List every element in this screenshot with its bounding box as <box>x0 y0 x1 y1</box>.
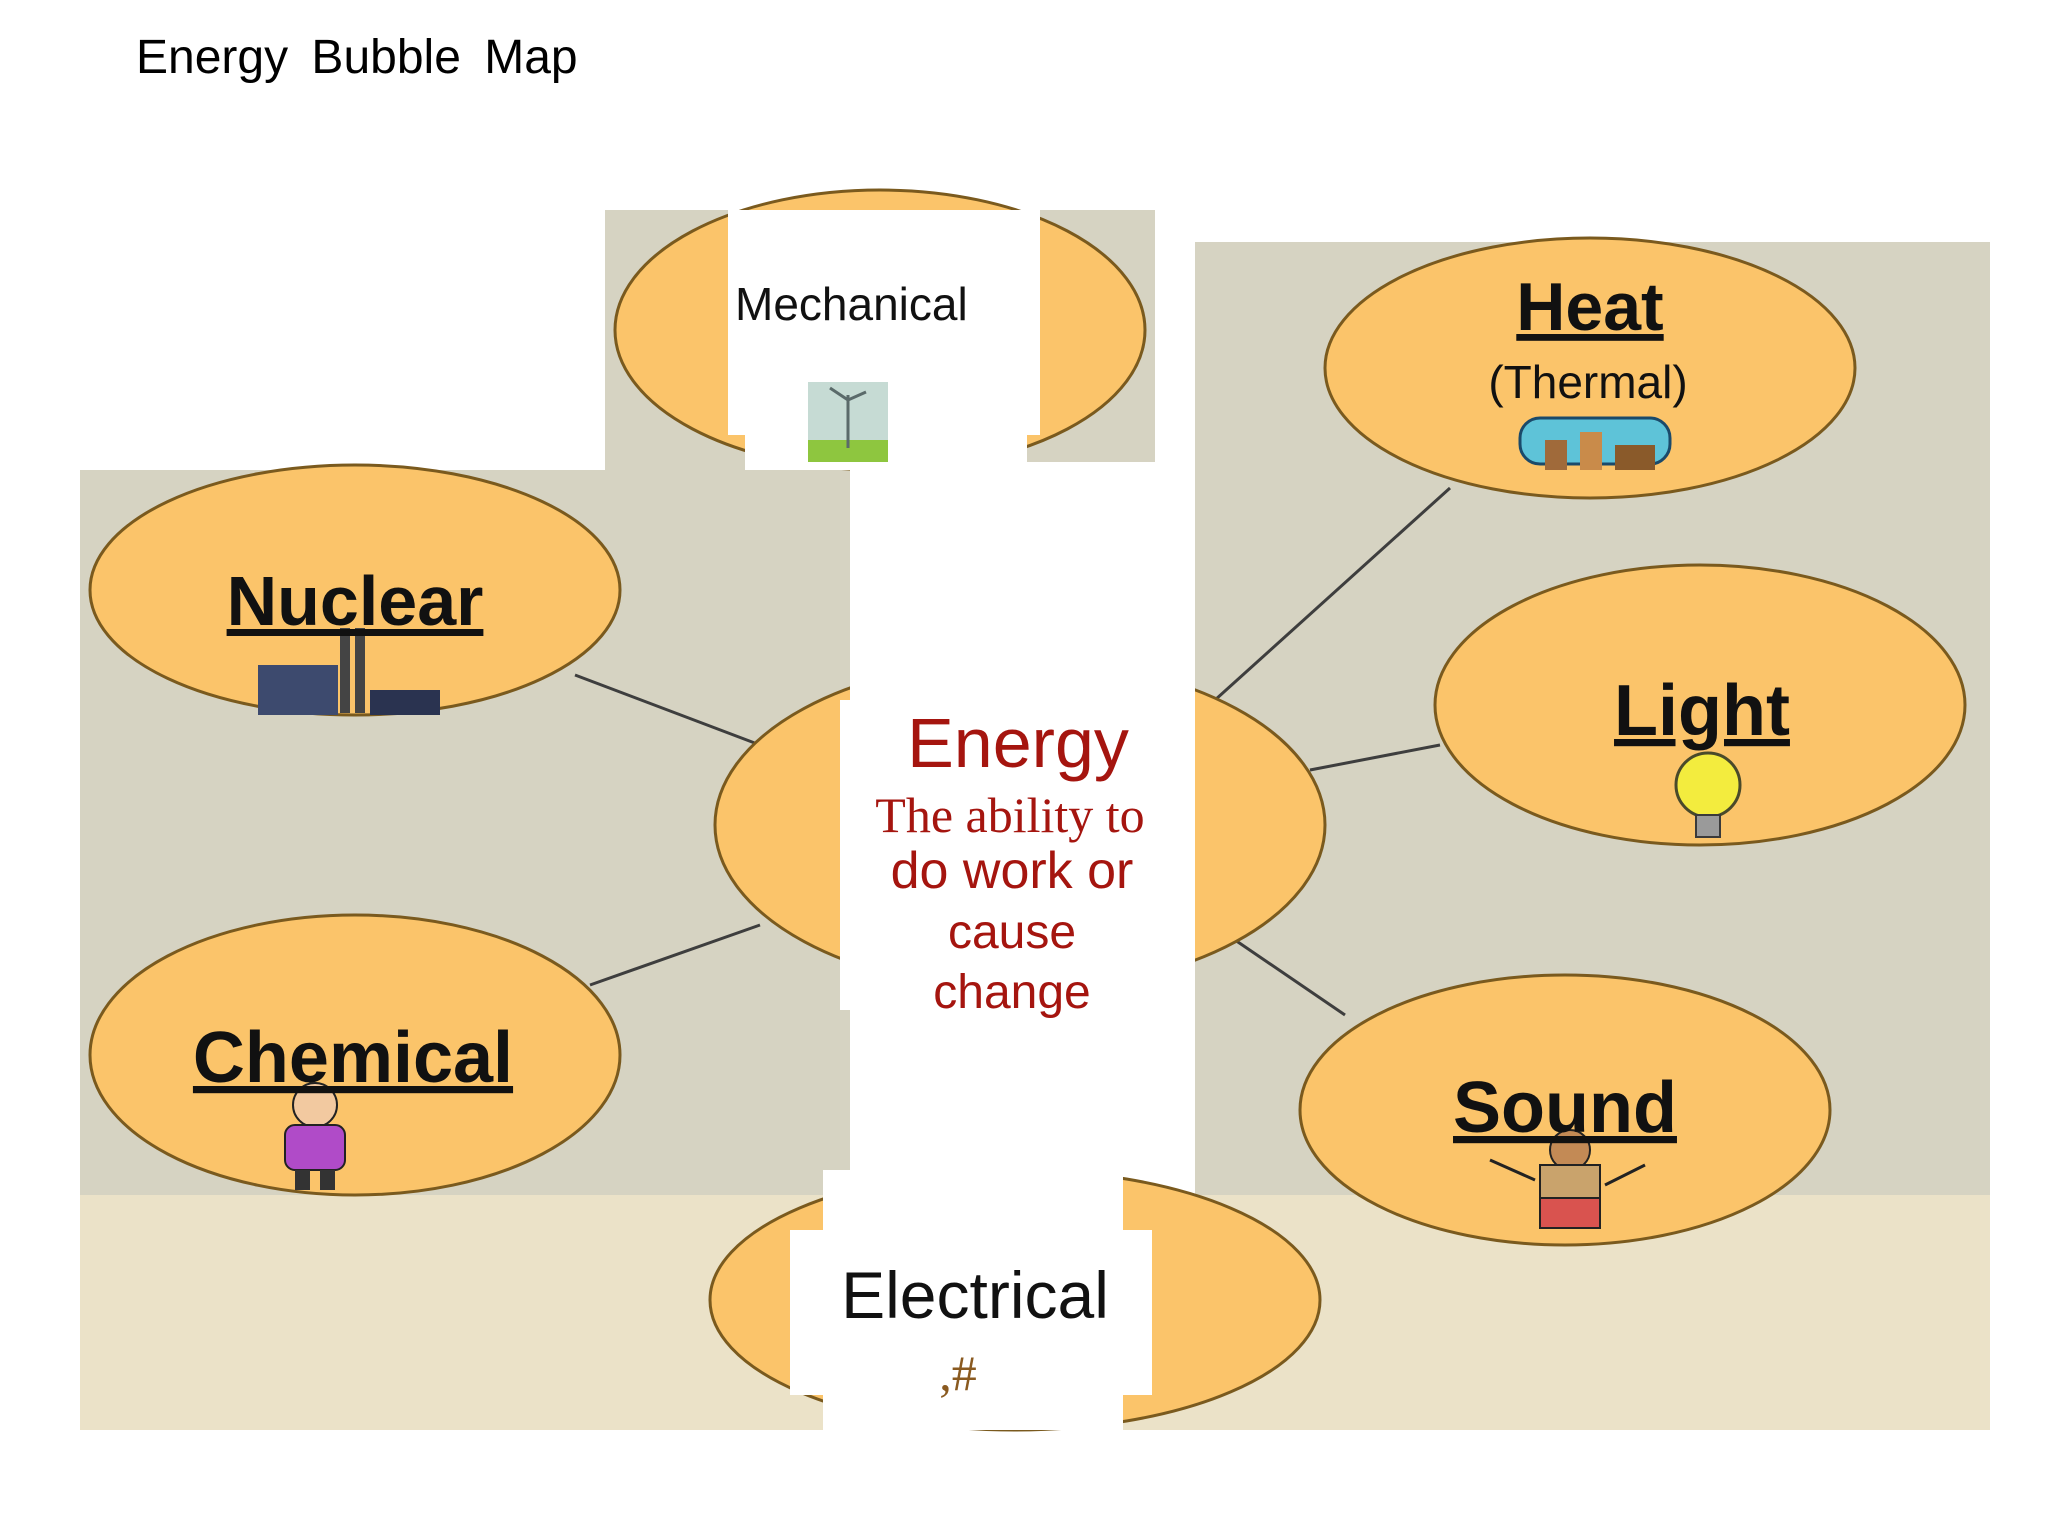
page-title: Energy Bubble Map <box>136 31 578 84</box>
bubble-sublabel-heat: (Thermal) <box>1488 356 1687 408</box>
connector-sound <box>1234 938 1346 1017</box>
center-text-ext <box>840 700 1195 1010</box>
center-line-3: cause <box>948 906 1076 959</box>
connector-chemical <box>589 923 761 987</box>
bubble-sound <box>1298 973 1832 1247</box>
bubble-nuclear <box>88 463 622 717</box>
connector-light <box>1309 743 1441 772</box>
center-line-2: do work or <box>891 842 1134 900</box>
light-bulb-icon <box>1674 751 1742 838</box>
bubble-label-heat: Heat <box>1516 269 1663 345</box>
person-icon <box>284 1082 346 1190</box>
connector-nuclear <box>574 673 761 747</box>
center-line-1: The ability to <box>875 787 1144 843</box>
factory-icon <box>1518 416 1672 470</box>
bubble-label-sound: Sound <box>1453 1068 1677 1148</box>
bubble-label-nuclear: Nuclear <box>227 562 484 640</box>
power-plant-icon <box>258 628 440 715</box>
bubble-chemical <box>88 913 622 1197</box>
bubble-label-electrical: Electrical <box>841 1258 1109 1332</box>
connector-heat <box>1213 486 1452 702</box>
bubble-label-light: Light <box>1614 671 1790 751</box>
bubble-heat <box>1323 236 1857 500</box>
center-title: Energy <box>907 704 1129 782</box>
electrical-label-ext <box>823 1170 1123 1430</box>
drummer-icon <box>1489 1129 1646 1229</box>
electrical-glyph: ,# <box>939 1345 977 1401</box>
bubble-label-mechanical: Mechanical <box>735 278 968 330</box>
center-line-4: change <box>933 966 1090 1019</box>
windmill-icon <box>808 382 888 462</box>
bubble-light <box>1433 563 1967 847</box>
bubble-label-chemical: Chemical <box>193 1018 513 1098</box>
